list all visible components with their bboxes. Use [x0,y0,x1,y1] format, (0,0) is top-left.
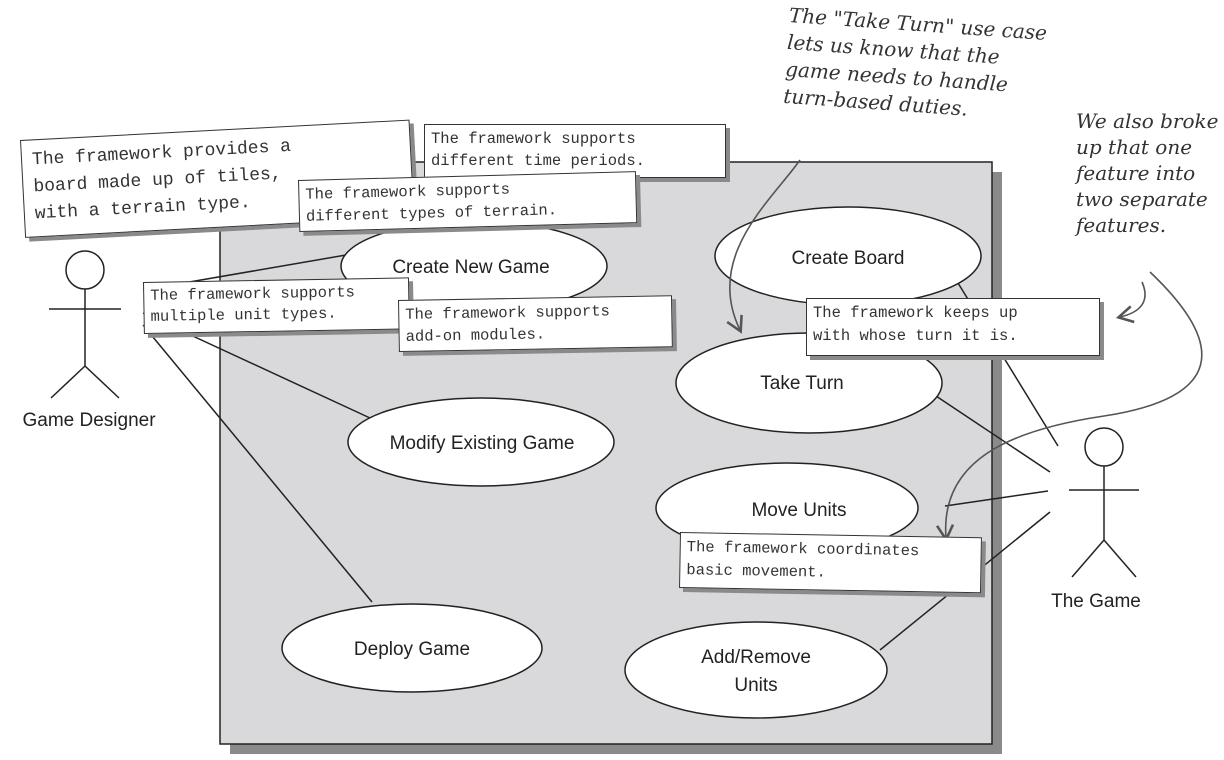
actor-label-the-game: The Game [1051,591,1141,612]
use-case-create-board: Create Board [714,206,982,306]
annotation-broke-up: We also broke up that one feature into t… [1076,109,1219,237]
annotation-take-turn: The "Take Turn" use case lets us know th… [782,2,1048,121]
note-addon-modules: The framework supports add-on modules. [398,295,673,352]
assoc-game-move-units [944,490,1049,507]
use-case-label-line2: Units [734,675,777,696]
use-case-label-line1: Add/Remove [701,647,811,668]
annotation-arrow-take-turn [726,159,801,334]
use-case-add-remove-units: Add/Remove Units [624,621,888,719]
use-case-label: Deploy Game [354,639,470,660]
note-whose-turn: The framework keeps up with whose turn i… [806,298,1100,356]
note-unit-types: The framework supports multiple unit typ… [143,277,410,334]
actor-game-designer [49,250,121,399]
assoc-game-take-turn [932,393,1051,473]
use-case-deploy-game: Deploy Game [281,603,543,693]
use-case-label: Move Units [751,500,846,521]
use-case-label: Take Turn [760,373,843,394]
actor-the-game [1069,427,1139,578]
annotation-arrow-create-board [1115,281,1146,324]
assoc-designer-deploy-game [142,324,373,603]
use-case-label: Create Board [791,248,904,269]
use-case-label: Modify Existing Game [390,433,575,454]
use-case-move-units: Move Units [655,462,919,554]
annotation-arrow-move-units [935,271,1203,543]
actor-label-game-designer: Game Designer [22,410,156,431]
note-terrain-types: The framework supports different types o… [298,171,638,232]
use-case-label: Create New Game [392,257,549,278]
use-case-modify-existing-game: Modify Existing Game [347,397,615,487]
note-time-periods: The framework supports different time pe… [424,124,726,178]
note-basic-movement: The framework coordinates basic movement… [679,532,982,594]
use-case-take-turn: Take Turn [675,332,943,434]
